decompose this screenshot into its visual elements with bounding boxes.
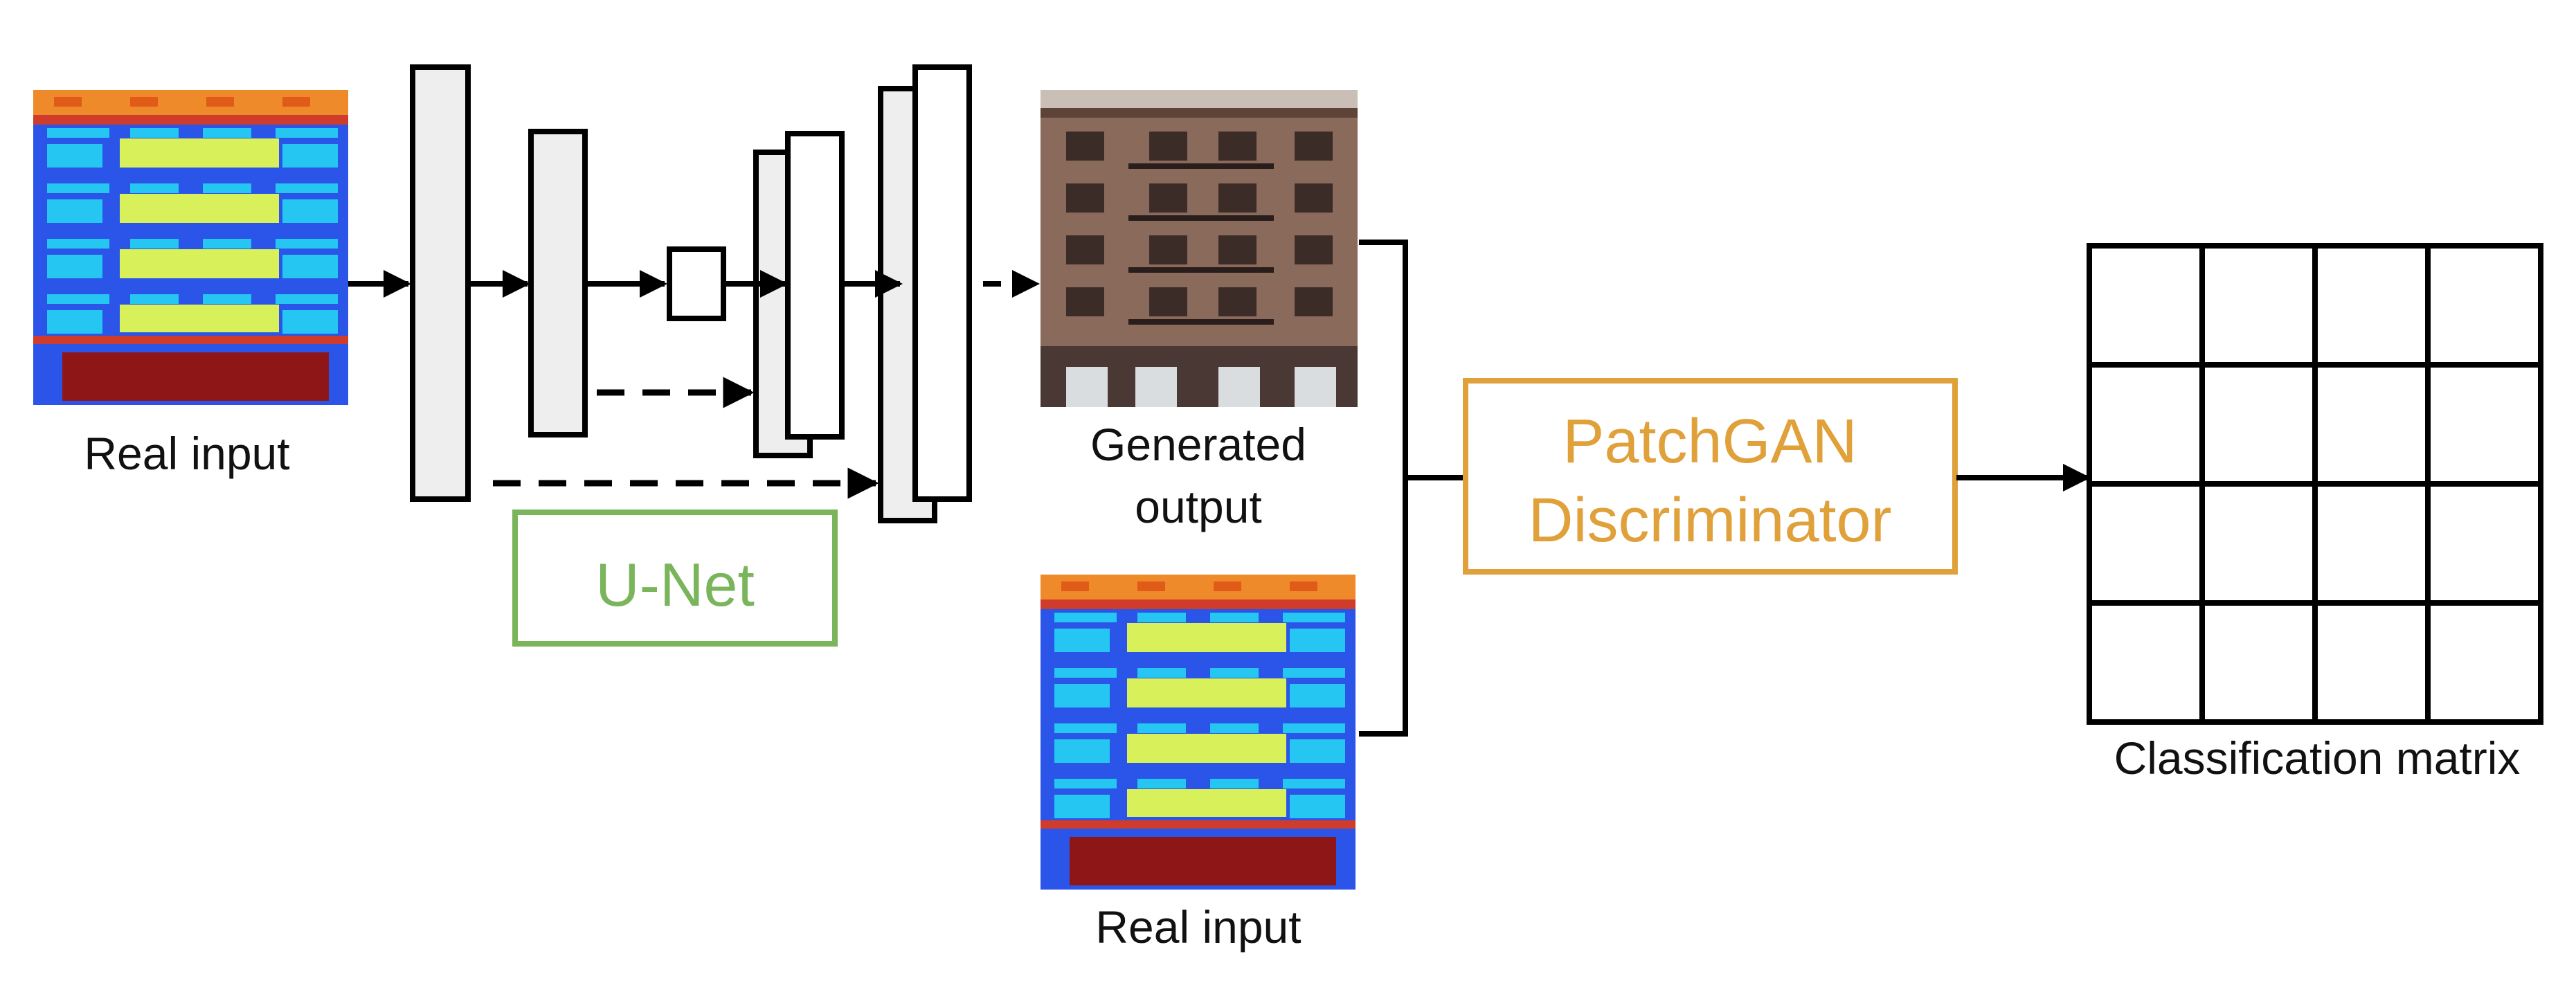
patchgan-label-line1: PatchGAN: [1562, 407, 1857, 476]
classification-matrix-label: Classification matrix: [2114, 732, 2521, 784]
real-input-image-left: [33, 90, 348, 405]
bottleneck-layer: [667, 246, 726, 321]
matrix-cell-r3-c2: [2312, 600, 2431, 725]
matrix-cell-r1-c1: [2199, 362, 2318, 487]
real-input-image-bottom: [1041, 575, 1355, 890]
matrix-cell-r0-c3: [2425, 243, 2543, 368]
real-input-label-left: Real input: [84, 428, 289, 479]
matrix-cell-r2-c0: [2087, 481, 2205, 606]
matrix-cell-r1-c0: [2087, 362, 2205, 487]
skip-connections: [493, 377, 879, 499]
encoder-layer-1: [410, 64, 471, 502]
matrix-cell-r1-c2: [2312, 362, 2431, 487]
discriminator-input-connectors: [1359, 240, 1464, 737]
generated-output-label-line2: output: [1135, 481, 1262, 532]
generated-output-image: [1041, 90, 1358, 407]
matrix-cell-r3-c1: [2199, 600, 2318, 725]
classification-matrix-grid: [2087, 243, 2543, 725]
matrix-cell-r0-c1: [2199, 243, 2318, 368]
generated-output-label-line1: Generated: [1090, 419, 1306, 470]
matrix-cell-r2-c1: [2199, 481, 2318, 606]
matrix-cell-r0-c0: [2087, 243, 2205, 368]
matrix-cell-r1-c3: [2425, 362, 2543, 487]
encoder-layer-2: [528, 129, 588, 438]
matrix-cell-r2-c3: [2425, 481, 2543, 606]
decoder-layer-1-front: [785, 131, 845, 440]
matrix-cell-r0-c2: [2312, 243, 2431, 368]
unet-label-box: U-Net: [512, 509, 838, 647]
patchgan-discriminator-box: PatchGAN Discriminator: [1463, 378, 1958, 575]
matrix-cell-r3-c0: [2087, 600, 2205, 725]
patchgan-label-line2: Discriminator: [1528, 486, 1891, 555]
real-input-label-bottom: Real input: [1095, 901, 1301, 953]
decoder-layer-2-front: [912, 64, 972, 502]
unet-generator: [410, 64, 972, 523]
unet-label: U-Net: [595, 550, 755, 619]
matrix-cell-r3-c3: [2425, 600, 2543, 725]
matrix-cell-r2-c2: [2312, 481, 2431, 606]
